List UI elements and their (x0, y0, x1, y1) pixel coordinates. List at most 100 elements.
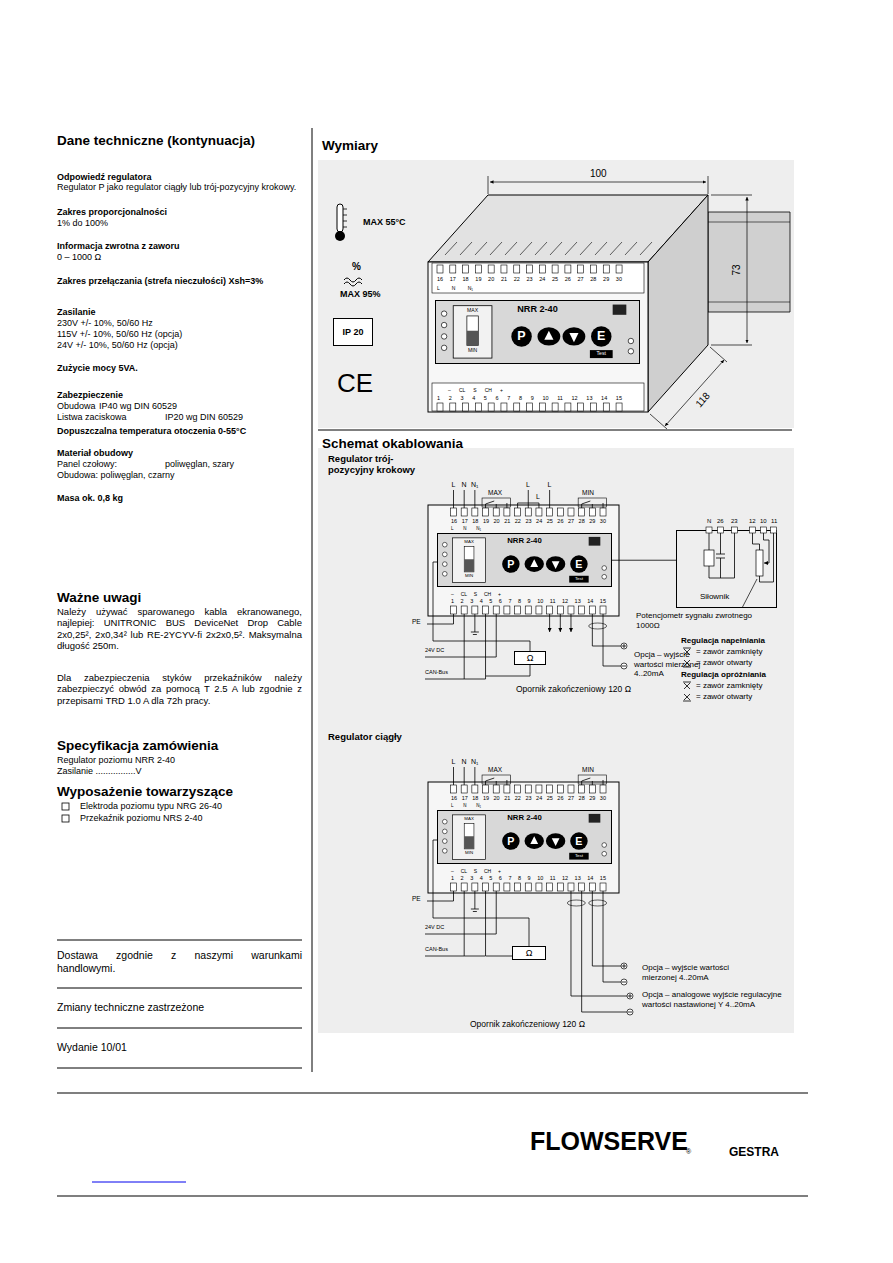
led (628, 349, 633, 354)
button (511, 326, 532, 347)
connector-socket (589, 814, 601, 823)
text-label: Odpowiedź regulatora (57, 172, 152, 183)
text-label: MAX 95% (340, 289, 381, 300)
connector-socket (589, 537, 601, 546)
housing-front (428, 262, 648, 412)
text-label: 115V +/- 10%, 50/60 Hz (opcja) (57, 329, 182, 340)
terminal-screw (483, 883, 489, 891)
earth-wire (427, 891, 454, 901)
humidity-wave (344, 282, 362, 286)
terminal-screw (603, 403, 609, 411)
text-label: Zabezpieczenie (57, 390, 123, 401)
terminal-screw (461, 508, 467, 516)
diagram-heading: Regulator trój-pozycyjny krokowy (328, 453, 430, 476)
terminal-names: L N N₁ (451, 803, 481, 808)
level-bar (467, 316, 478, 346)
terminal-screw (504, 606, 510, 614)
dimension-value: 73 (731, 264, 743, 275)
footer-rule (57, 1195, 808, 1196)
text-label: Zakres przełączania (strefa nieczułości)… (57, 276, 263, 287)
terminal-screw (552, 265, 558, 273)
wiring-device (425, 767, 633, 1015)
vent-slot (550, 242, 562, 255)
button (525, 833, 544, 849)
node-text: Test (590, 351, 613, 356)
terminal-row (706, 527, 777, 533)
wire (496, 504, 497, 508)
terminal-screw (603, 265, 609, 273)
terminal-screw (504, 508, 510, 516)
terminal-screw (493, 785, 499, 793)
terminal-strip (432, 383, 644, 411)
terminal-screw (771, 527, 777, 533)
cable-shield (589, 900, 607, 906)
button (525, 556, 544, 572)
level-fill (464, 559, 474, 572)
arrow-up-symbol (544, 331, 553, 340)
terminal-screw (600, 785, 606, 793)
footer-rule (57, 1092, 808, 1093)
text-label: Dopuszczalna temperatura otoczenia 0-55°… (57, 426, 246, 437)
node-text: P (511, 330, 532, 343)
conformity-mark: CE (337, 368, 373, 399)
vent-slot (505, 242, 517, 255)
terminal-screw (472, 606, 478, 614)
terminal-screw (501, 403, 507, 411)
output-terminal (621, 663, 627, 669)
signal-name: L (526, 481, 530, 489)
terminal-screw (568, 606, 574, 614)
terminal-row (451, 606, 607, 614)
terminal-screw (536, 606, 542, 614)
arrow-down-symbol (552, 561, 560, 569)
node-text: MIN (453, 574, 486, 578)
relay-name: MAX (488, 489, 502, 497)
terminal-screw (578, 403, 584, 411)
terminal-screw (475, 265, 481, 273)
terminal-numbers: 16 17 18 19 20 21 22 23 24 25 26 27 28 2… (451, 795, 606, 802)
wire-connector (612, 560, 676, 561)
text-label: Wydanie 10/01 (57, 1041, 127, 1054)
node-text: E (570, 836, 588, 847)
terminal-screw (750, 527, 756, 533)
din-rail (708, 302, 790, 303)
wire (506, 503, 507, 508)
terminal-names: – CL S CH + (451, 868, 501, 874)
led (442, 829, 447, 834)
text-label: Obudowa: poliwęglan, czarny (57, 470, 175, 481)
arrow-up-symbol (530, 559, 538, 567)
humidity-wave (344, 278, 362, 282)
terminal-screw (579, 883, 585, 891)
node-text: MIN (453, 851, 486, 855)
terminal-screw (589, 606, 595, 614)
terminal-screw (536, 883, 542, 891)
output-terminal (621, 643, 627, 649)
terminal-screw (589, 785, 595, 793)
terminal-sign (624, 644, 625, 648)
relay-blade (582, 501, 591, 508)
signal-name: N₁ (471, 481, 478, 489)
terminal-screw (568, 785, 574, 793)
text-label: Materiał obudowy (57, 448, 133, 459)
terminal-screw (483, 508, 489, 516)
terminal-screw (525, 883, 531, 891)
ground-symbol (471, 909, 479, 910)
thermometer-ticks (343, 209, 347, 227)
text-label: Przekaźnik poziomu NRS 2-40 (80, 813, 203, 824)
cable-shield (567, 900, 585, 906)
terminal-screw (547, 785, 553, 793)
text-label: IP20 wg DIN 60529 (165, 412, 243, 423)
terminal-screw (472, 883, 478, 891)
resistor-lead (486, 956, 512, 957)
terminal-screw (437, 403, 443, 411)
led (602, 851, 607, 856)
wire (720, 533, 721, 554)
din-rail (708, 222, 790, 223)
led (442, 819, 447, 824)
vent-slots (445, 242, 652, 255)
terminal-screw (525, 785, 531, 793)
wire (453, 767, 454, 785)
led (442, 552, 447, 557)
arrow-down-symbol (569, 333, 578, 342)
terminal-screw (493, 508, 499, 516)
wire (720, 558, 721, 578)
